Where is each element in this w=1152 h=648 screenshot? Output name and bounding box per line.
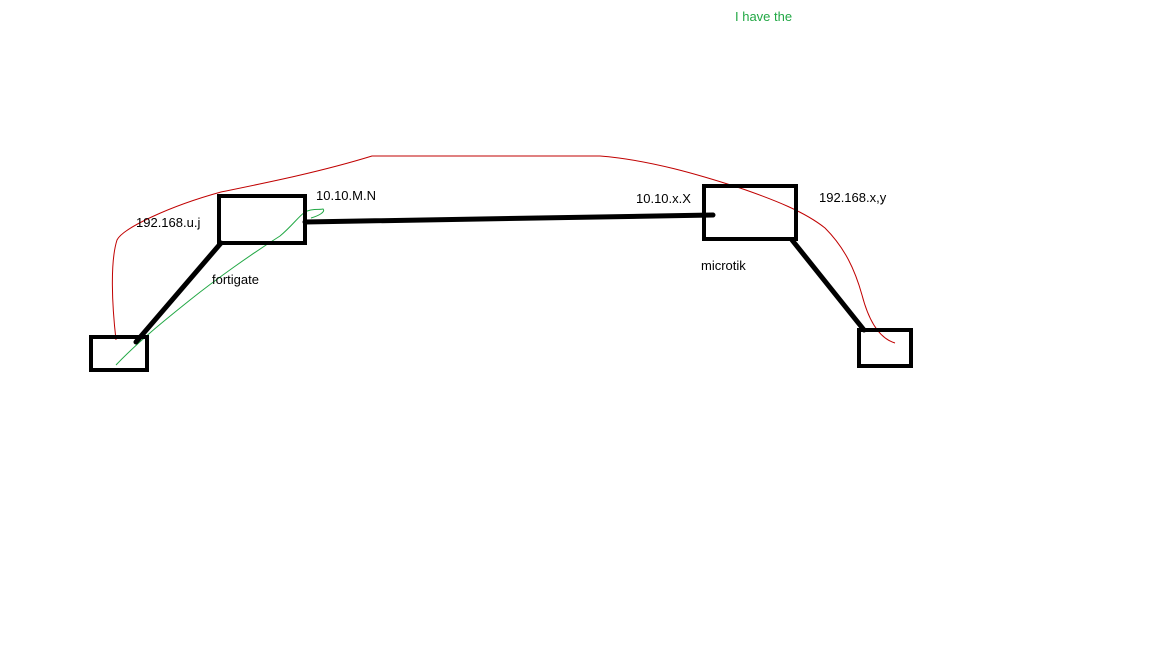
red-route-path [111,155,896,344]
link-fortigate-to-microtik [302,212,716,225]
green-route-path [115,208,325,366]
microtik-name-label: microtik [701,258,746,273]
microtik-box [702,184,798,241]
left-lan-ip-label: 192.168.u.j [136,215,200,230]
link-fortigate-to-left-host [133,240,224,345]
fortigate-box [217,194,307,245]
fortigate-name-label: fortigate [212,272,259,287]
microtik-wan-ip-label: 10.10.x.X [636,191,691,206]
note-text: I have the [735,9,792,24]
left-host-box [89,335,149,372]
fortigate-wan-ip-label: 10.10.M.N [316,188,376,203]
link-microtik-to-right-host [789,237,867,333]
right-host-box [857,328,913,368]
right-lan-ip-label: 192.168.x,y [819,190,887,205]
